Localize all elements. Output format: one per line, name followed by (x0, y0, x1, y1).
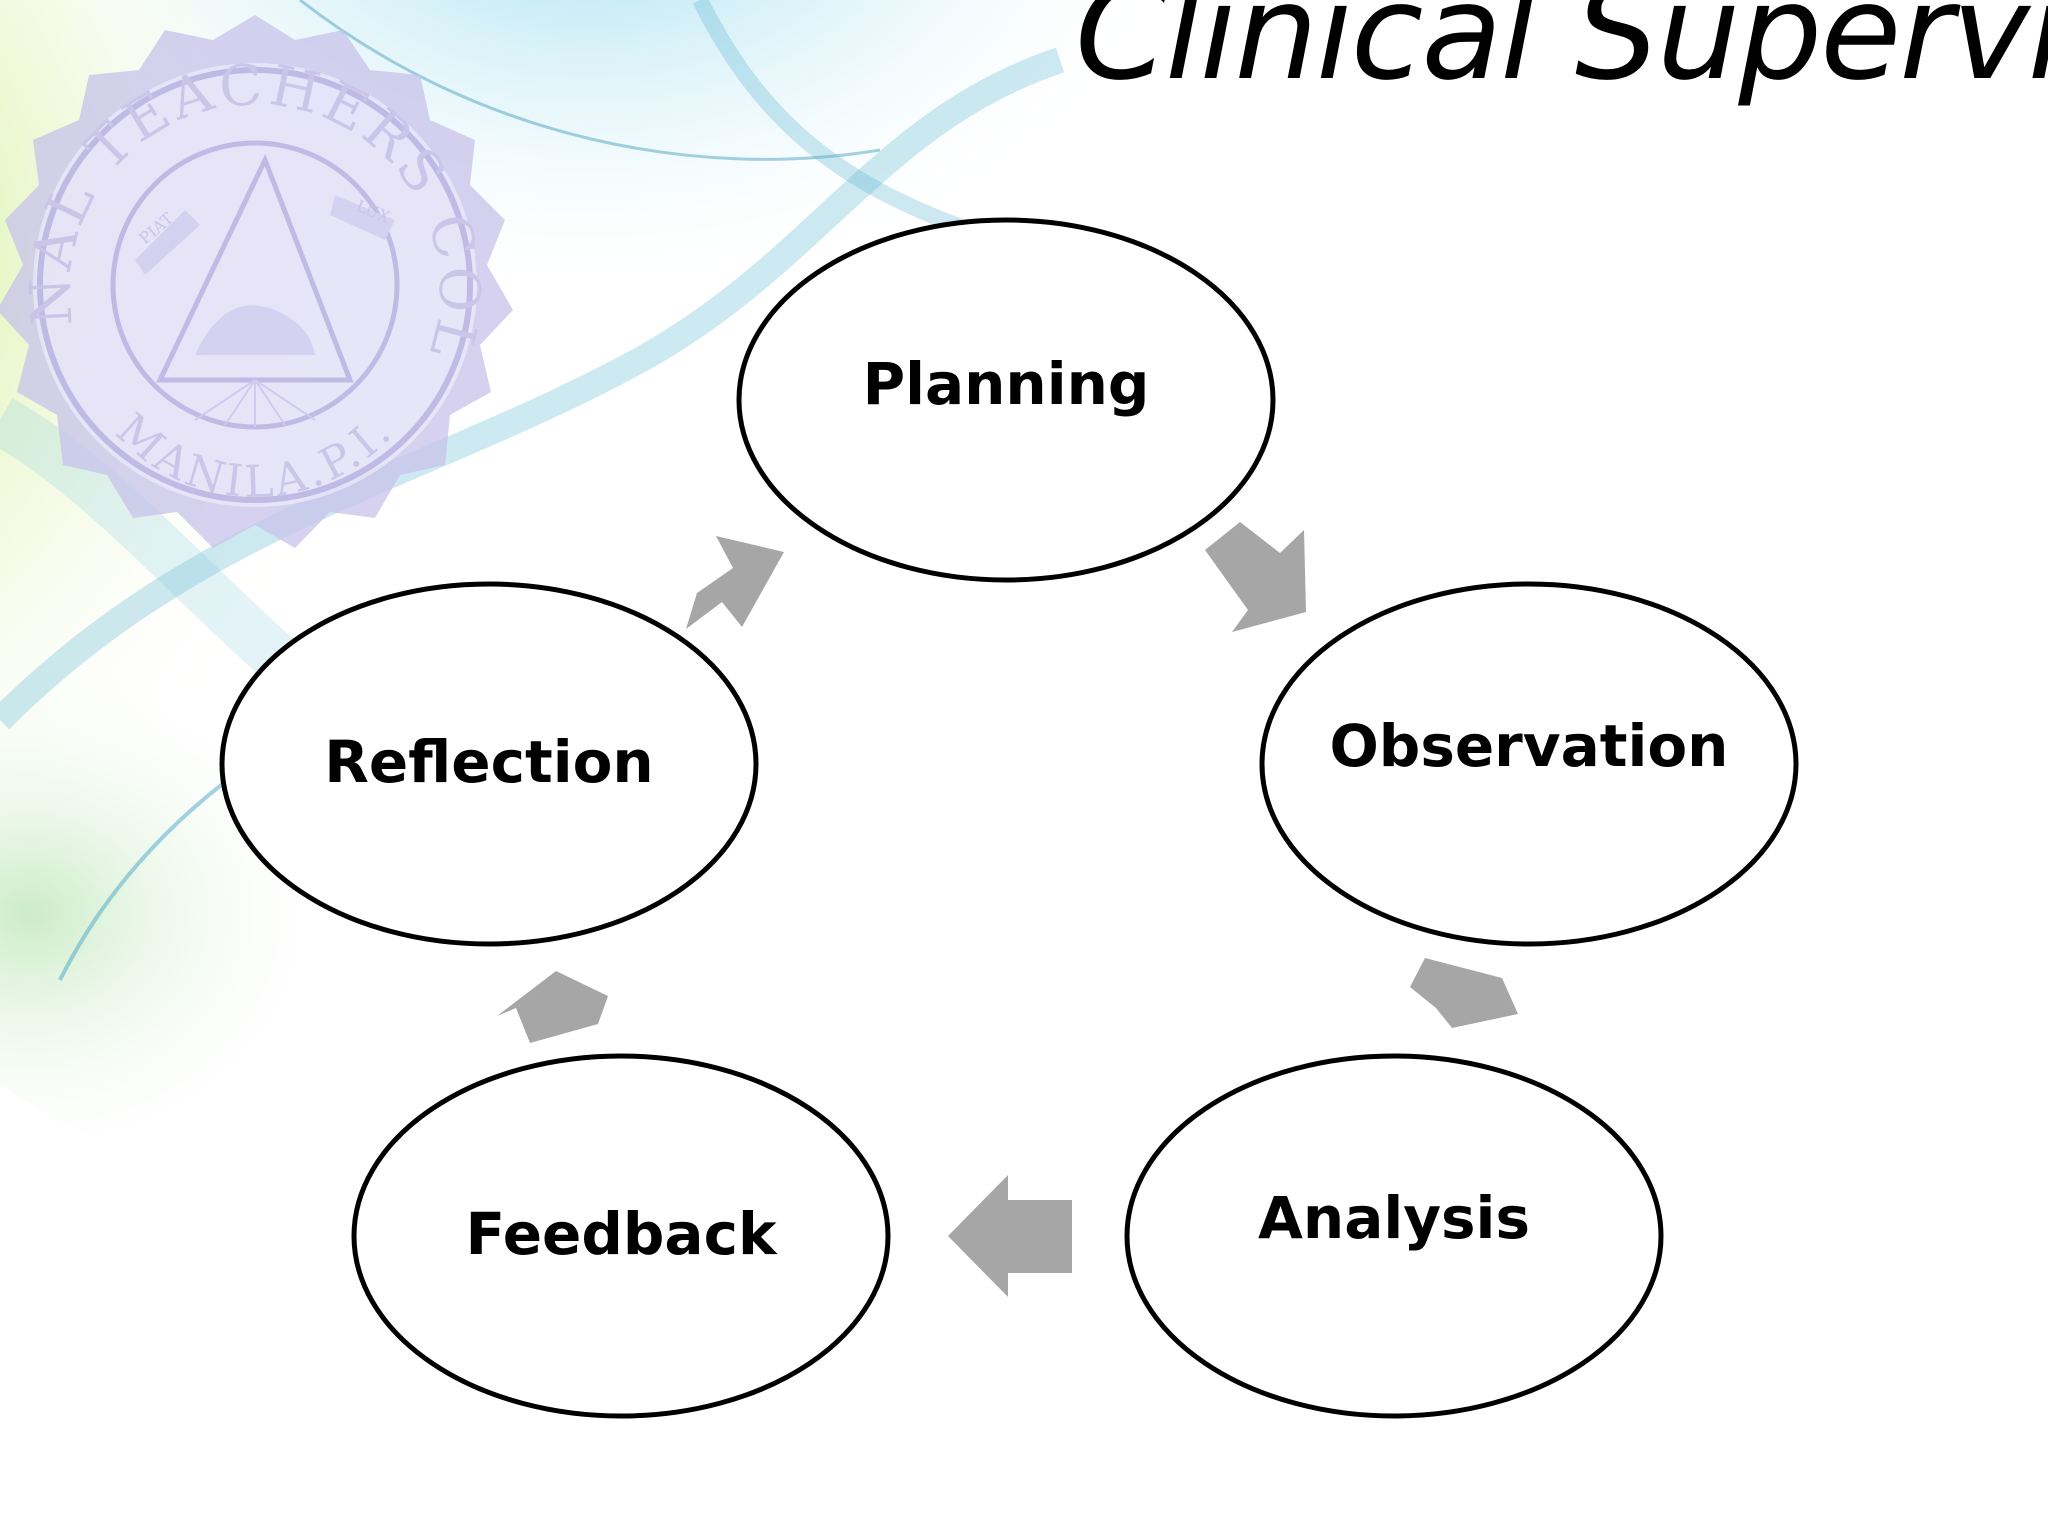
cycle-node-analysis: Analysis (1124, 1053, 1664, 1419)
node-label-analysis: Analysis (1258, 1184, 1530, 1252)
arrow-observation-to-analysis (1410, 958, 1518, 1028)
arrow-planning-to-observation (1205, 522, 1306, 632)
college-seal: NATIONAL TEACHERS COLLEGE MANILA.P.I. PI… (0, 15, 513, 548)
arrow-feedback-to-reflection (497, 971, 608, 1043)
arrow-reflection-to-planning (686, 536, 784, 629)
node-ellipse (1259, 581, 1799, 947)
node-ellipse (1124, 1053, 1664, 1419)
node-ellipse (351, 1053, 891, 1419)
cycle-node-planning: Planning (736, 217, 1276, 583)
cycle-arrows (497, 522, 1518, 1297)
cycle-node-feedback: Feedback (351, 1053, 891, 1419)
cycle-node-reflection: Reflection (219, 581, 759, 947)
node-label-feedback: Feedback (465, 1200, 777, 1268)
arrow-analysis-to-feedback (948, 1175, 1072, 1297)
slide-title: Clinical Supervision (1075, 0, 2048, 110)
node-ellipse (219, 581, 759, 947)
node-ellipse (736, 217, 1276, 583)
cycle-node-observation: Observation (1259, 581, 1799, 947)
node-label-observation: Observation (1330, 712, 1729, 780)
node-label-reflection: Reflection (324, 728, 653, 796)
node-label-planning: Planning (863, 350, 1150, 418)
